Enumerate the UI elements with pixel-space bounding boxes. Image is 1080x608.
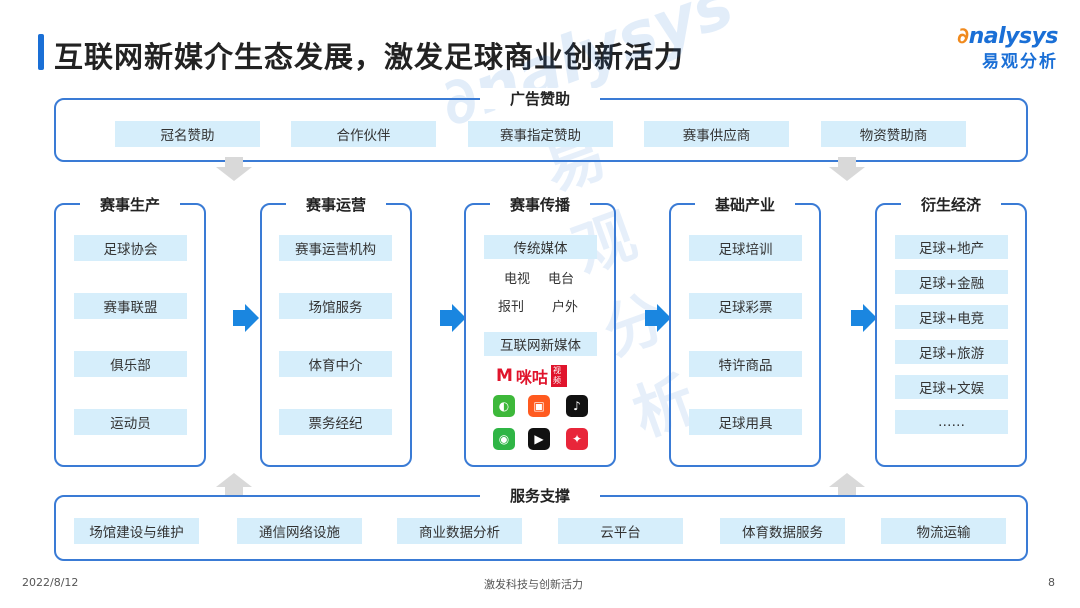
up-arrow-head [829, 473, 865, 487]
column-title: 基础产业 [695, 194, 795, 215]
operation-item: 场馆服务 [279, 293, 392, 319]
right-arrow-head [863, 304, 877, 332]
migu-m-icon: M [496, 366, 513, 386]
page-title: 互联网新媒介生态发展，激发足球商业创新活力 [54, 40, 685, 74]
migu-logo: M 咪咕 视频 [496, 365, 567, 387]
service-item: 云平台 [558, 518, 683, 544]
right-arrow [645, 310, 657, 326]
xigua-icon: ✦ [566, 428, 588, 450]
ad-item: 冠名赞助 [115, 121, 260, 147]
traditional-media: 传统媒体 [484, 235, 597, 259]
industry-item: 足球用具 [689, 409, 802, 435]
operation-item: 体育中介 [279, 351, 392, 377]
right-arrow-head [657, 304, 671, 332]
ad-item: 赛事指定赞助 [468, 121, 613, 147]
kuaishou-icon: ▣ [528, 395, 550, 417]
derivative-item: 足球+电竞 [895, 305, 1008, 329]
bilibili-icon: ▶ [528, 428, 550, 450]
right-arrow-head [245, 304, 259, 332]
ad-item: 赛事供应商 [644, 121, 789, 147]
title-accent-bar [38, 34, 44, 70]
up-arrow [838, 487, 856, 495]
derivative-item: …… [895, 410, 1008, 434]
derivative-item: 足球+文娱 [895, 375, 1008, 399]
footer-center-text: 激发科技与创新活力 [484, 578, 583, 591]
service-item: 通信网络设施 [237, 518, 362, 544]
derivative-item: 足球+地产 [895, 235, 1008, 259]
internet-media: 互联网新媒体 [484, 332, 597, 356]
derivative-item: 足球+旅游 [895, 340, 1008, 364]
right-arrow [851, 310, 863, 326]
right-arrow-head [452, 304, 466, 332]
service-support-label: 服务支撑 [480, 485, 600, 506]
analysys-logo: ∂nalysys 易观分析 [957, 24, 1058, 72]
media-sub-press: 报刊 [498, 300, 525, 315]
media-sub-tv: 电视 [504, 272, 531, 287]
production-item: 足球协会 [74, 235, 187, 261]
up-arrow-head [216, 473, 252, 487]
operation-item: 赛事运营机构 [279, 235, 392, 261]
service-item: 场馆建设与维护 [74, 518, 199, 544]
industry-item: 特许商品 [689, 351, 802, 377]
footer-date: 2022/8/12 [22, 576, 79, 589]
right-arrow [233, 310, 245, 326]
production-item: 俱乐部 [74, 351, 187, 377]
down-arrow [838, 157, 856, 167]
logo-wordmark: ∂nalysys [957, 24, 1058, 49]
service-item: 体育数据服务 [720, 518, 845, 544]
service-item: 物流运输 [881, 518, 1006, 544]
column-title: 赛事运营 [286, 194, 386, 215]
down-arrow [225, 157, 243, 167]
column-title: 赛事生产 [80, 194, 180, 215]
column-title: 赛事传播 [490, 194, 590, 215]
down-arrow-head [829, 167, 865, 181]
column-title: 衍生经济 [901, 194, 1001, 215]
up-arrow [225, 487, 243, 495]
derivative-item: 足球+金融 [895, 270, 1008, 294]
operation-item: 票务经纪 [279, 409, 392, 435]
douyin-icon: ♪ [566, 395, 588, 417]
page-number: 8 [1048, 576, 1055, 589]
migu-brand: 咪咕 [515, 368, 548, 387]
media-sub-outdoor: 户外 [552, 300, 579, 315]
down-arrow-head [216, 167, 252, 181]
logo-chinese: 易观分析 [982, 52, 1058, 72]
pptv-icon: ◉ [493, 428, 515, 450]
industry-item: 足球培训 [689, 235, 802, 261]
media-sub-radio: 电台 [548, 272, 575, 287]
ad-item: 合作伙伴 [291, 121, 436, 147]
service-item: 商业数据分析 [397, 518, 522, 544]
ad-sponsorship-label: 广告赞助 [480, 88, 600, 109]
migu-tag: 视频 [550, 365, 567, 387]
industry-item: 足球彩票 [689, 293, 802, 319]
ad-item: 物资赞助商 [821, 121, 966, 147]
iqiyi-icon: ◐ [493, 395, 515, 417]
production-item: 赛事联盟 [74, 293, 187, 319]
production-item: 运动员 [74, 409, 187, 435]
right-arrow [440, 310, 452, 326]
